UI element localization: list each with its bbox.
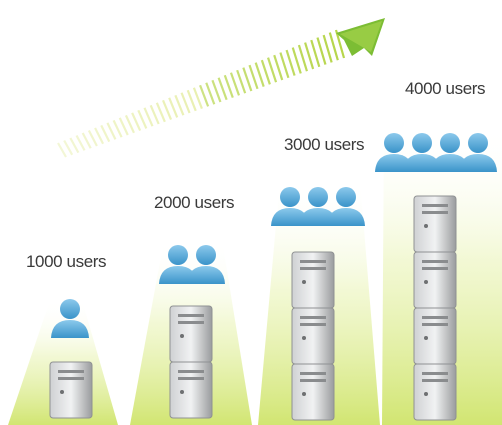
arrow-stripe bbox=[304, 42, 315, 70]
arrow-stripe bbox=[229, 72, 241, 96]
arrow-stripe bbox=[186, 89, 197, 112]
growth-arrow-icon bbox=[57, 18, 385, 158]
tier-3-label: 3000 users bbox=[284, 135, 365, 154]
tier-4-users bbox=[375, 133, 497, 172]
tier-4-label: 4000 users bbox=[405, 79, 486, 98]
arrow-stripe bbox=[254, 62, 265, 87]
arrow-stripe bbox=[248, 64, 259, 90]
arrow-stripe bbox=[242, 67, 253, 92]
server-icon bbox=[291, 363, 335, 421]
arrow-stripe bbox=[131, 112, 142, 132]
arrow-stripe bbox=[211, 79, 222, 103]
tier-2-users bbox=[159, 245, 225, 284]
tier-1-users bbox=[51, 299, 89, 338]
arrow-stripe bbox=[168, 97, 179, 118]
arrow-stripe bbox=[75, 134, 86, 151]
user-icon bbox=[51, 299, 89, 338]
arrow-stripe bbox=[236, 69, 247, 94]
arrow-stripe bbox=[124, 114, 135, 134]
server-icon bbox=[291, 307, 335, 365]
arrow-stripe bbox=[94, 127, 105, 145]
arrow-stripe bbox=[100, 124, 111, 143]
arrow-stripe bbox=[149, 104, 160, 125]
server-icon bbox=[169, 361, 213, 419]
arrow-stripe bbox=[63, 139, 74, 156]
arrow-stripe bbox=[155, 102, 166, 123]
user-icon bbox=[459, 133, 497, 172]
tier-1-servers bbox=[49, 361, 93, 419]
server-icon bbox=[413, 307, 457, 365]
tier-2-servers bbox=[169, 305, 213, 419]
arrow-stripe bbox=[137, 109, 148, 129]
arrow-stripe bbox=[106, 122, 117, 140]
arrow-stripe bbox=[266, 57, 278, 83]
server-icon bbox=[413, 195, 457, 253]
arrow-stripe bbox=[223, 74, 234, 98]
arrow-stripe bbox=[334, 29, 346, 59]
arrow-stripe bbox=[118, 117, 129, 136]
arrow-stripe bbox=[328, 32, 339, 61]
server-icon bbox=[169, 305, 213, 363]
arrow-stripe bbox=[143, 107, 154, 127]
tier-3-servers bbox=[291, 251, 335, 421]
arrow-stripe bbox=[297, 44, 308, 72]
tier-4-servers bbox=[413, 195, 457, 421]
arrow-stripe bbox=[192, 87, 203, 109]
tier-2-label: 2000 users bbox=[154, 193, 235, 212]
user-icon bbox=[187, 245, 225, 284]
arrow-stripe bbox=[199, 84, 210, 107]
user-icon bbox=[271, 187, 309, 226]
arrow-stripe bbox=[273, 54, 284, 81]
server-icon bbox=[413, 363, 457, 421]
arrow-stripe bbox=[316, 37, 327, 65]
arrow-stripe bbox=[162, 99, 173, 121]
user-icon bbox=[403, 133, 441, 172]
arrow-stripe bbox=[180, 92, 191, 114]
arrow-stripe bbox=[217, 77, 228, 101]
server-icon bbox=[49, 361, 93, 419]
arrow-stripe bbox=[112, 119, 123, 138]
user-icon bbox=[375, 133, 413, 172]
arrow-stripe bbox=[69, 137, 80, 154]
server-icon bbox=[291, 251, 335, 309]
tier-1-label: 1000 users bbox=[26, 252, 107, 271]
arrow-stripe bbox=[291, 47, 302, 74]
arrow-stripe bbox=[174, 94, 185, 116]
arrow-stripe bbox=[279, 52, 290, 79]
arrow-stripe bbox=[285, 49, 296, 76]
arrow-stripe bbox=[81, 132, 92, 149]
server-icon bbox=[413, 251, 457, 309]
user-icon bbox=[327, 187, 365, 226]
arrow-stripe bbox=[87, 129, 98, 147]
user-icon bbox=[431, 133, 469, 172]
tier-3-users bbox=[271, 187, 365, 226]
user-icon bbox=[299, 187, 337, 226]
user-icon bbox=[159, 245, 197, 284]
arrow-stripe bbox=[205, 82, 216, 105]
arrow-stripe bbox=[260, 59, 271, 85]
arrow-stripe bbox=[57, 142, 67, 158]
arrow-stripe bbox=[322, 34, 333, 63]
arrow-stripe bbox=[310, 39, 321, 68]
